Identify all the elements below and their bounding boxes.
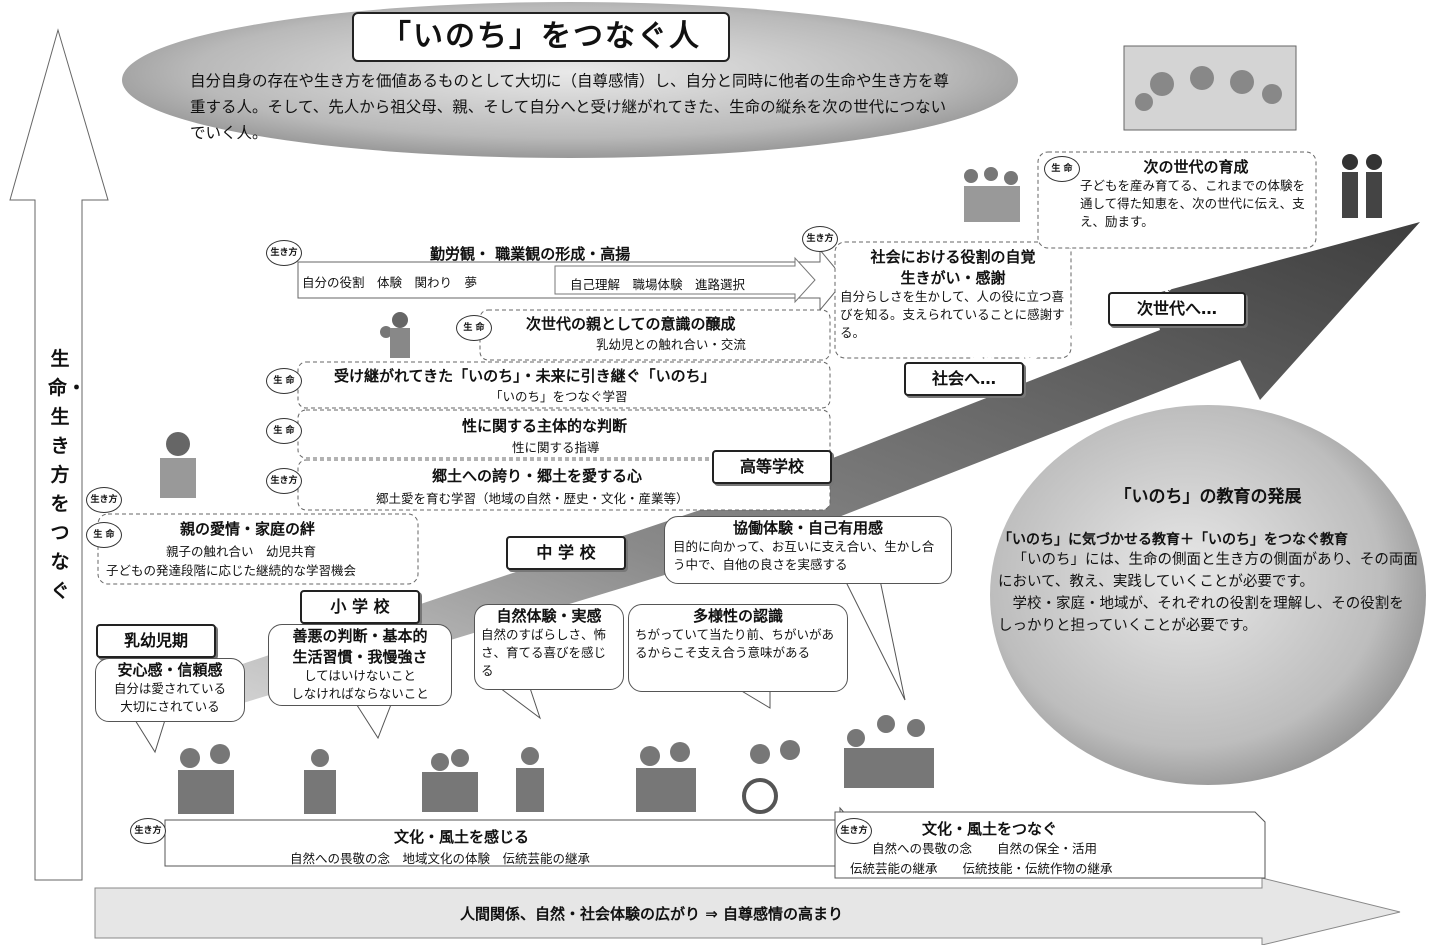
stage-junior-high: 中 学 校 <box>506 536 626 570</box>
children-activities-illustration <box>178 740 800 814</box>
main-title: 「いのち」をつなぐ人 <box>352 12 730 62</box>
bubble-nature-sub: 自然のすばらしさ、怖さ、育てる喜びを感じる <box>481 627 607 678</box>
bubble-security: 安心感・信頼感 自分は愛されている 大切にされている <box>95 658 245 722</box>
bubble-diversity: 多様性の認識 ちがっていて当たり前、ちがいがあるからこそ支え合う意味がある <box>628 604 848 692</box>
bubble-cooperation-title: 協働体験・自己有用感 <box>732 519 883 537</box>
society-role-content: 社会における役割の自覚 生きがい・感謝 自分らしさを生かして、人の役に立つ喜びを… <box>840 246 1066 342</box>
sexuality-title: 性に関する主体的な判断 <box>462 417 628 435</box>
bubble-good-evil: 善悪の判断・基本的 生活習慣・我慢強さ してはいけないこと しなければならないこ… <box>268 624 452 706</box>
bubble-security-sub2: 大切にされている <box>120 699 220 714</box>
bubble-good-evil-sub1: してはいけないこと <box>304 668 416 683</box>
culture-connect-title: 文化・風土をつなぐ <box>922 820 1058 838</box>
labor-inner-arrow <box>554 256 816 304</box>
hometown-sub: 郷土愛を育む学習（地域の自然・歴史・文化・産業等） <box>376 491 689 506</box>
bubble-good-evil-title2: 生活習慣・我慢強さ <box>292 648 428 666</box>
tag-ikikata: 生き方 <box>130 818 166 844</box>
development-title: 「いのち」の教育の発展 <box>1114 487 1302 507</box>
next-raising-title: 次の世代の育成 <box>1143 158 1249 176</box>
bubble-diversity-sub: ちがっていて当たり前、ちがいがあるからこそ支え合う意味がある <box>635 627 835 660</box>
elderly-children-illustration <box>844 715 934 788</box>
stage-high-school: 高等学校 <box>712 450 832 484</box>
parent-awareness-sub: 乳幼児との触れ合い・交流 <box>596 337 746 352</box>
tag-ikikata: 生き方 <box>266 468 302 494</box>
tag-ikikata: 生き方 <box>802 226 838 252</box>
bubble-good-evil-title1: 善悪の判断・基本的 <box>292 627 428 645</box>
bubble-security-sub1: 自分は愛されている <box>113 681 227 696</box>
development-para1: 「いのち」には、生命の側面と生き方の側面があり、その両面において、教え、実践して… <box>998 552 1418 590</box>
bubble-cooperation-sub: 目的に向かって、お互いに支え合い、生かし合う中で、自他の良さを実感する <box>673 539 935 572</box>
vertical-axis-label: 生命・生き方をつなぐ <box>48 348 87 602</box>
community-people-illustration <box>964 167 1020 222</box>
bubble-good-evil-sub2: しなければならないこと <box>291 686 429 701</box>
family-sub1: 親子の触れ合い 幼児共育 <box>166 544 317 559</box>
development-circle <box>990 405 1426 785</box>
parents-illustration <box>1342 154 1382 218</box>
bottom-axis-label: 人間関係、自然・社会体験の広がり ⇒ 自尊感情の高まり <box>460 905 844 923</box>
growth-arrow <box>180 222 1420 710</box>
next-raising-sub: 子どもを産み育てる、これまでの体験を通して得た知恵を、次の世代に伝え、支え、励ま… <box>1080 178 1306 229</box>
sexuality-sub: 性に関する指導 <box>512 440 600 455</box>
society-role-title2: 生きがい・感謝 <box>900 269 1006 287</box>
bubble-nature-title: 自然体験・実感 <box>496 607 602 625</box>
tag-ikikata: 生き方 <box>266 240 302 266</box>
labor-items-left: 自分の役割 体験 関わり 夢 <box>302 275 478 290</box>
culture-feel-title: 文化・風土を感じる <box>394 828 530 846</box>
next-raising-content: 次の世代の育成 子どもを産み育てる、これまでの体験を通して得た知恵を、次の世代に… <box>1080 156 1312 231</box>
tag-seimei: 生 命 <box>86 522 122 548</box>
bubble-diversity-title: 多様性の認識 <box>692 607 783 625</box>
development-subtitle: 「いのち」に気づかせる教育＋「いのち」をつなぐ教育 <box>998 532 1348 548</box>
inherited-life-title: 受け継がれてきた「いのち」・未来に引き継ぐ「いのち」 <box>334 367 716 385</box>
family-box <box>97 513 419 585</box>
family-portrait-illustration <box>1123 45 1297 131</box>
society-role-sub: 自分らしさを生かして、人の役に立つ喜びを知る。支えられていることに感謝する。 <box>840 289 1065 340</box>
tag-seimei: 生 命 <box>266 418 302 444</box>
sexuality-box <box>297 409 831 459</box>
tag-seimei: 生 命 <box>456 315 492 341</box>
stage-elementary: 小 学 校 <box>300 590 420 624</box>
top-ellipse <box>122 2 1018 158</box>
family-sub2: 子どもの発達段階に応じた継続的な学習機会 <box>106 563 357 578</box>
vertical-arrow <box>9 28 109 881</box>
bubble-security-title: 安心感・信頼感 <box>117 661 223 679</box>
tag-seimei: 生 命 <box>266 368 302 394</box>
stage-society: 社会へ… <box>904 362 1024 396</box>
hometown-title: 郷土への誇り・郷土を愛する心 <box>432 467 643 485</box>
parent-awareness-title: 次世代の親としての意識の醸成 <box>526 315 736 333</box>
family-title: 親の愛情・家庭の絆 <box>180 520 316 538</box>
society-role-box <box>834 241 1072 359</box>
development-content: 「いのち」の教育の発展 「いのち」に気づかせる教育＋「いのち」をつなぐ教育 「い… <box>998 482 1418 637</box>
bubble-cooperation: 協働体験・自己有用感 目的に向かって、お互いに支え合い、生かし合う中で、自他の良… <box>664 516 952 584</box>
tag-ikikata: 生き方 <box>836 818 872 844</box>
labor-title: 勤労観・ 職業観の形成・高揚 <box>430 245 631 263</box>
inherited-life-sub: 「いのち」をつなぐ学習 <box>490 389 628 404</box>
development-para2: 学校・家庭・地域が、それぞれの役割を理解し、その役割をしっかりと担っていくことが… <box>998 596 1404 634</box>
mother-illustration <box>160 432 196 498</box>
culture-connect-sub1: 自然への畏敬の念 自然の保全・活用 <box>872 841 1098 856</box>
tag-seimei: 生 命 <box>1044 156 1080 182</box>
main-description: 自分自身の存在や生き方を価値あるものとして大切に（自尊感情）し、自分と同時に他者… <box>190 72 950 142</box>
tag-ikikata: 生き方 <box>86 487 122 513</box>
labor-items-right: 自己理解 職場体験 進路選択 <box>570 277 746 292</box>
culture-feel-sub: 自然への畏敬の念 地域文化の体験 伝統芸能の継承 <box>290 851 591 866</box>
culture-connect-sub2: 伝統芸能の継承 伝統技能・伝統作物の継承 <box>850 861 1113 876</box>
stage-next-gen: 次世代へ… <box>1108 292 1246 326</box>
next-raising-box <box>1037 151 1317 249</box>
society-role-title1: 社会における役割の自覚 <box>870 248 1036 266</box>
bottom-arrow <box>94 877 1401 945</box>
stage-infant: 乳幼児期 <box>96 624 216 658</box>
culture-arrow-right <box>834 811 1266 879</box>
bubble-nature: 自然体験・実感 自然のすばらしさ、怖さ、育てる喜びを感じる <box>474 604 624 690</box>
parent-child-illustration <box>380 312 410 358</box>
